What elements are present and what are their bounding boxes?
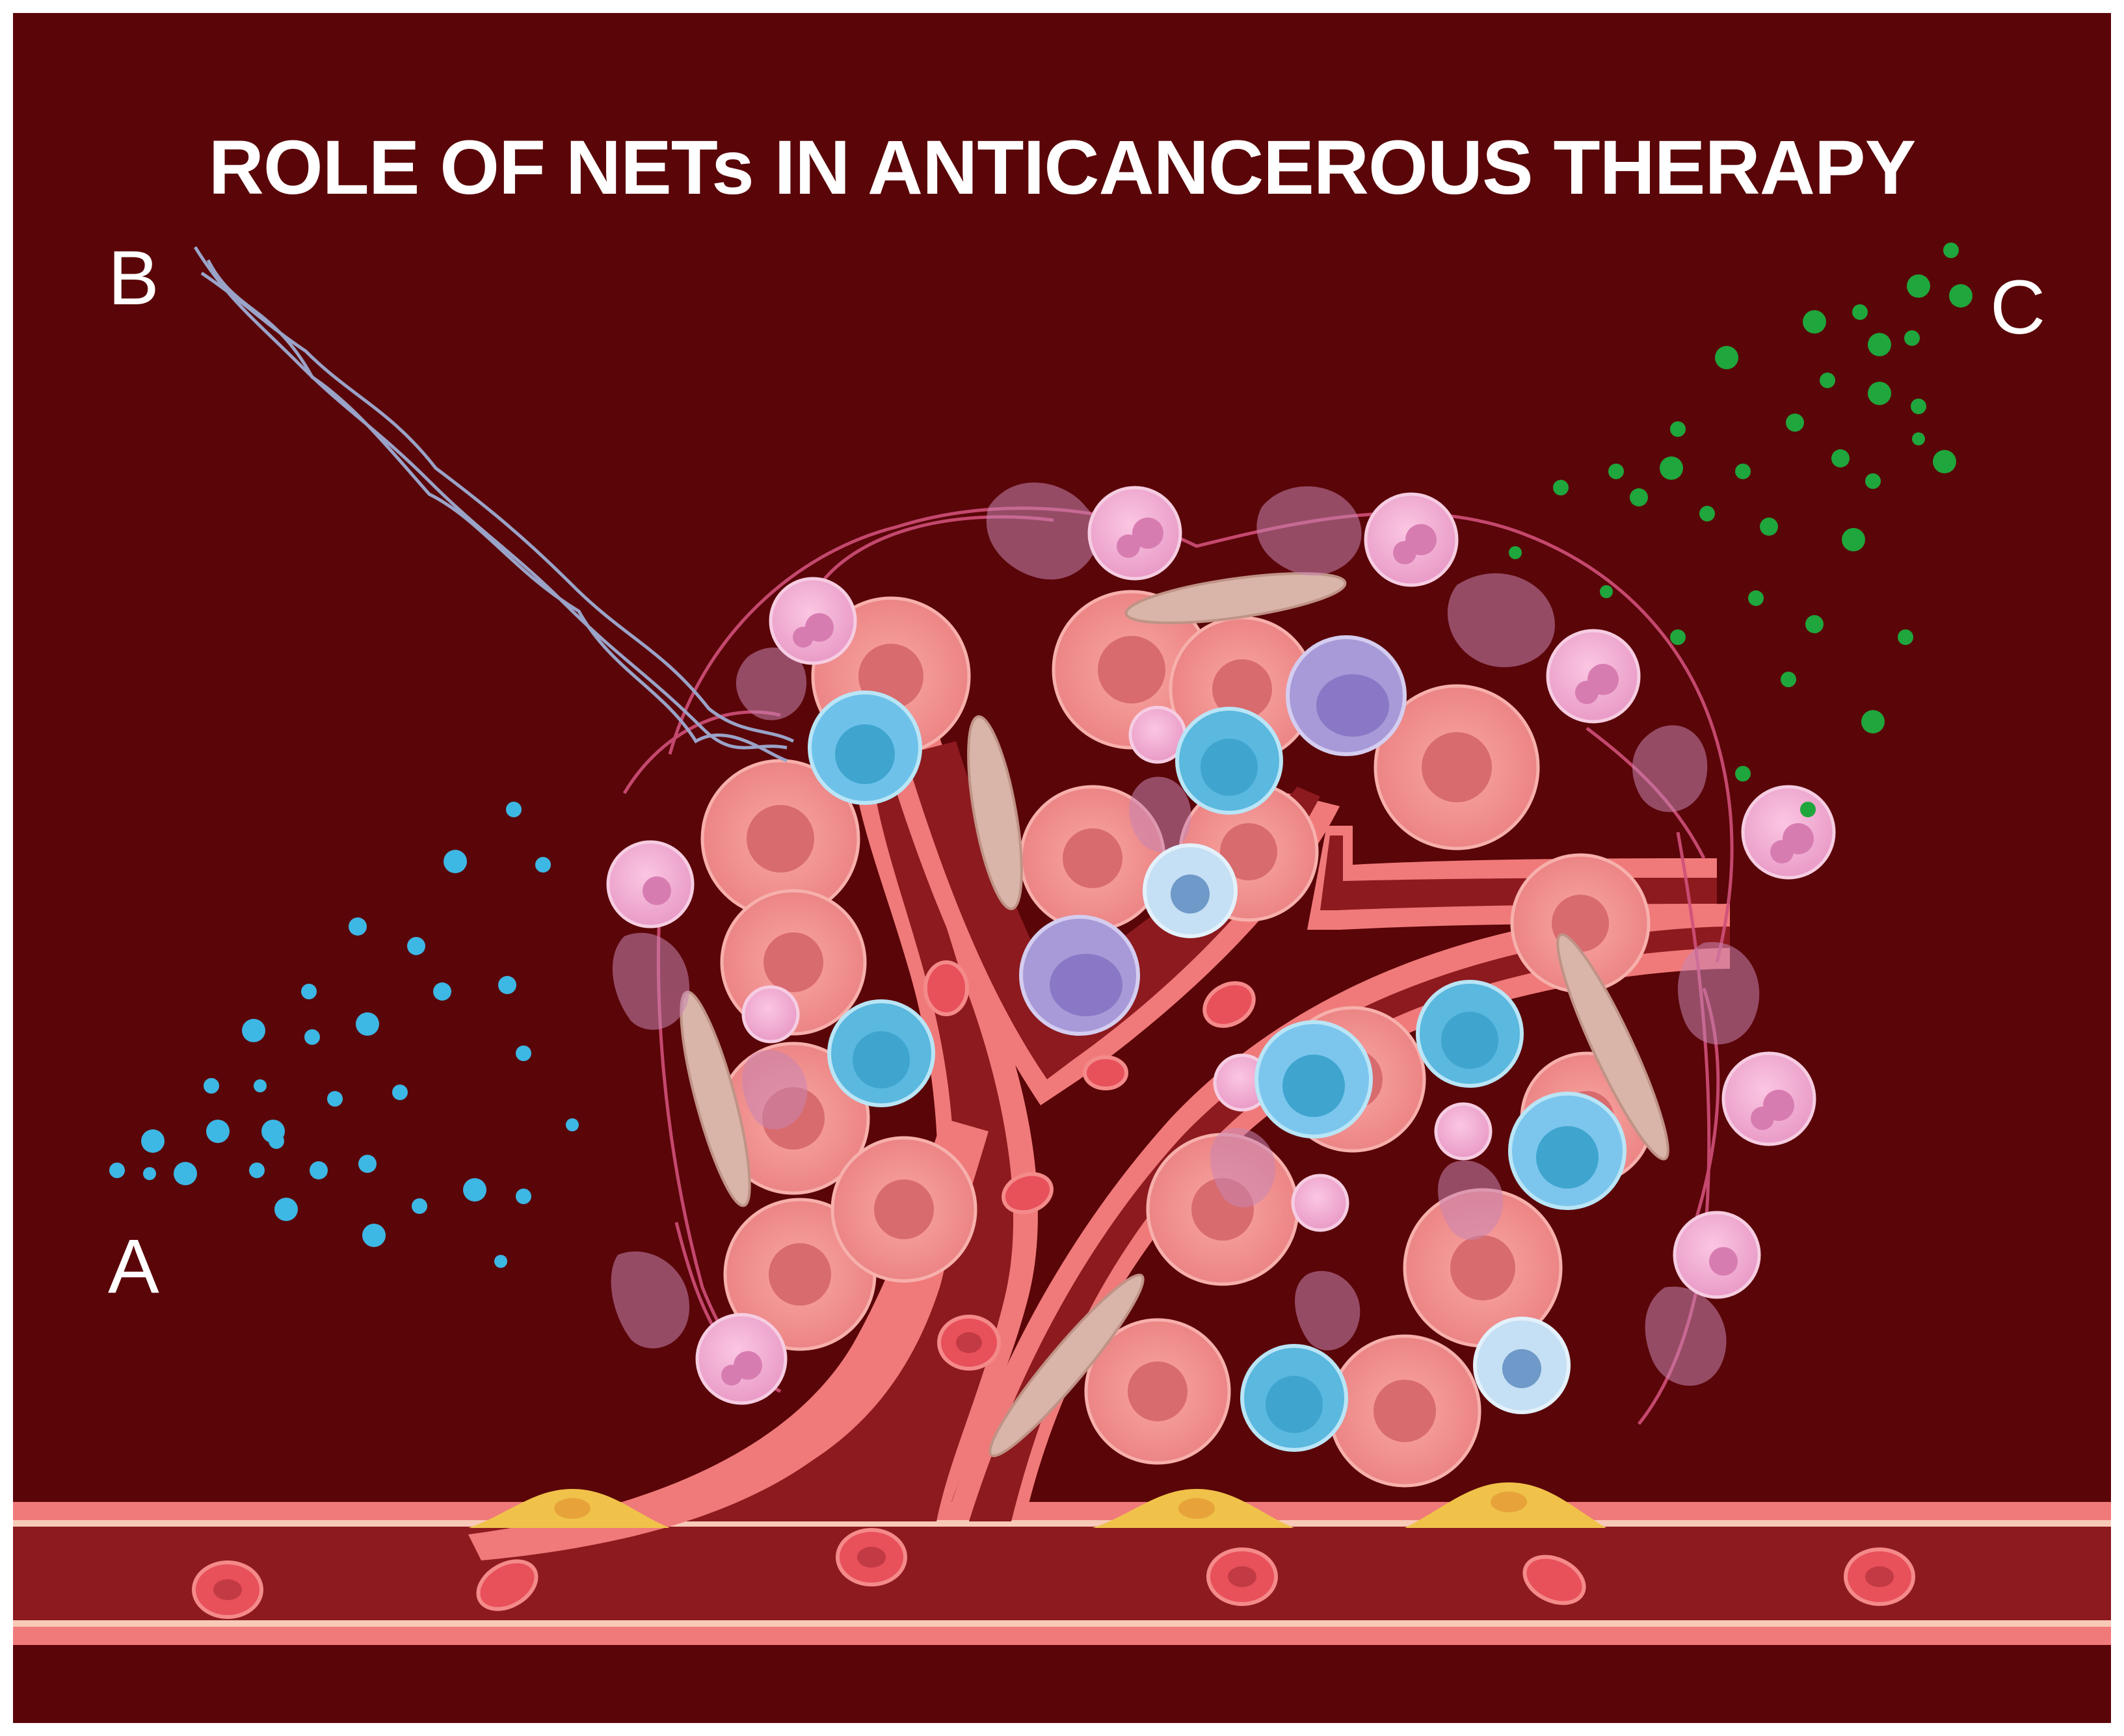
particles-a (109, 802, 579, 1268)
middle-branch-lumen (905, 741, 1320, 1079)
dna-helix (193, 246, 795, 763)
fibroblast (1556, 933, 1669, 1161)
red-blood-cell (476, 1559, 538, 1611)
fibroblast (967, 715, 1023, 910)
panel-label-c: C (1990, 265, 2046, 350)
red-blood-cell (1002, 1172, 1054, 1215)
figure-canvas: ROLE OF NETs IN ANTICANCEROUS THERAPY A … (13, 13, 2111, 1723)
fibroblast (1124, 572, 1347, 624)
neutrophil (1291, 1174, 1349, 1232)
red-blood-cell (1522, 1555, 1586, 1605)
particles-c (1509, 243, 1972, 817)
middle-branch-wall (884, 728, 1340, 1105)
fibroblasts (680, 572, 1669, 1458)
figure-title: ROLE OF NETs IN ANTICANCEROUS THERAPY (208, 125, 1917, 211)
neutrophil (741, 985, 800, 1044)
red-blood-cell (1083, 1055, 1128, 1090)
main-vessel-lumen (13, 1520, 2111, 1627)
red-blood-cell (923, 960, 969, 1016)
blood-vessels (13, 728, 2111, 1645)
panel-label-b: B (108, 235, 159, 321)
neutrophils (606, 482, 1836, 1405)
tumor-nuclei (747, 636, 1614, 1442)
tme-illustration (13, 243, 2111, 1645)
endothelial-cells (468, 1482, 1606, 1528)
neutrophil (1434, 1102, 1493, 1161)
panel-label-a: A (108, 1224, 159, 1309)
lymphocytes (808, 635, 1626, 1452)
main-vessel-inner-line (13, 1520, 2111, 1527)
right-branch-lumen (969, 927, 1730, 1521)
fibroblast (989, 1273, 1145, 1458)
red-blood-cell (1202, 981, 1256, 1028)
rbc-centres (213, 1332, 1894, 1600)
main-vessel-inner-line-bottom (13, 1620, 2111, 1627)
